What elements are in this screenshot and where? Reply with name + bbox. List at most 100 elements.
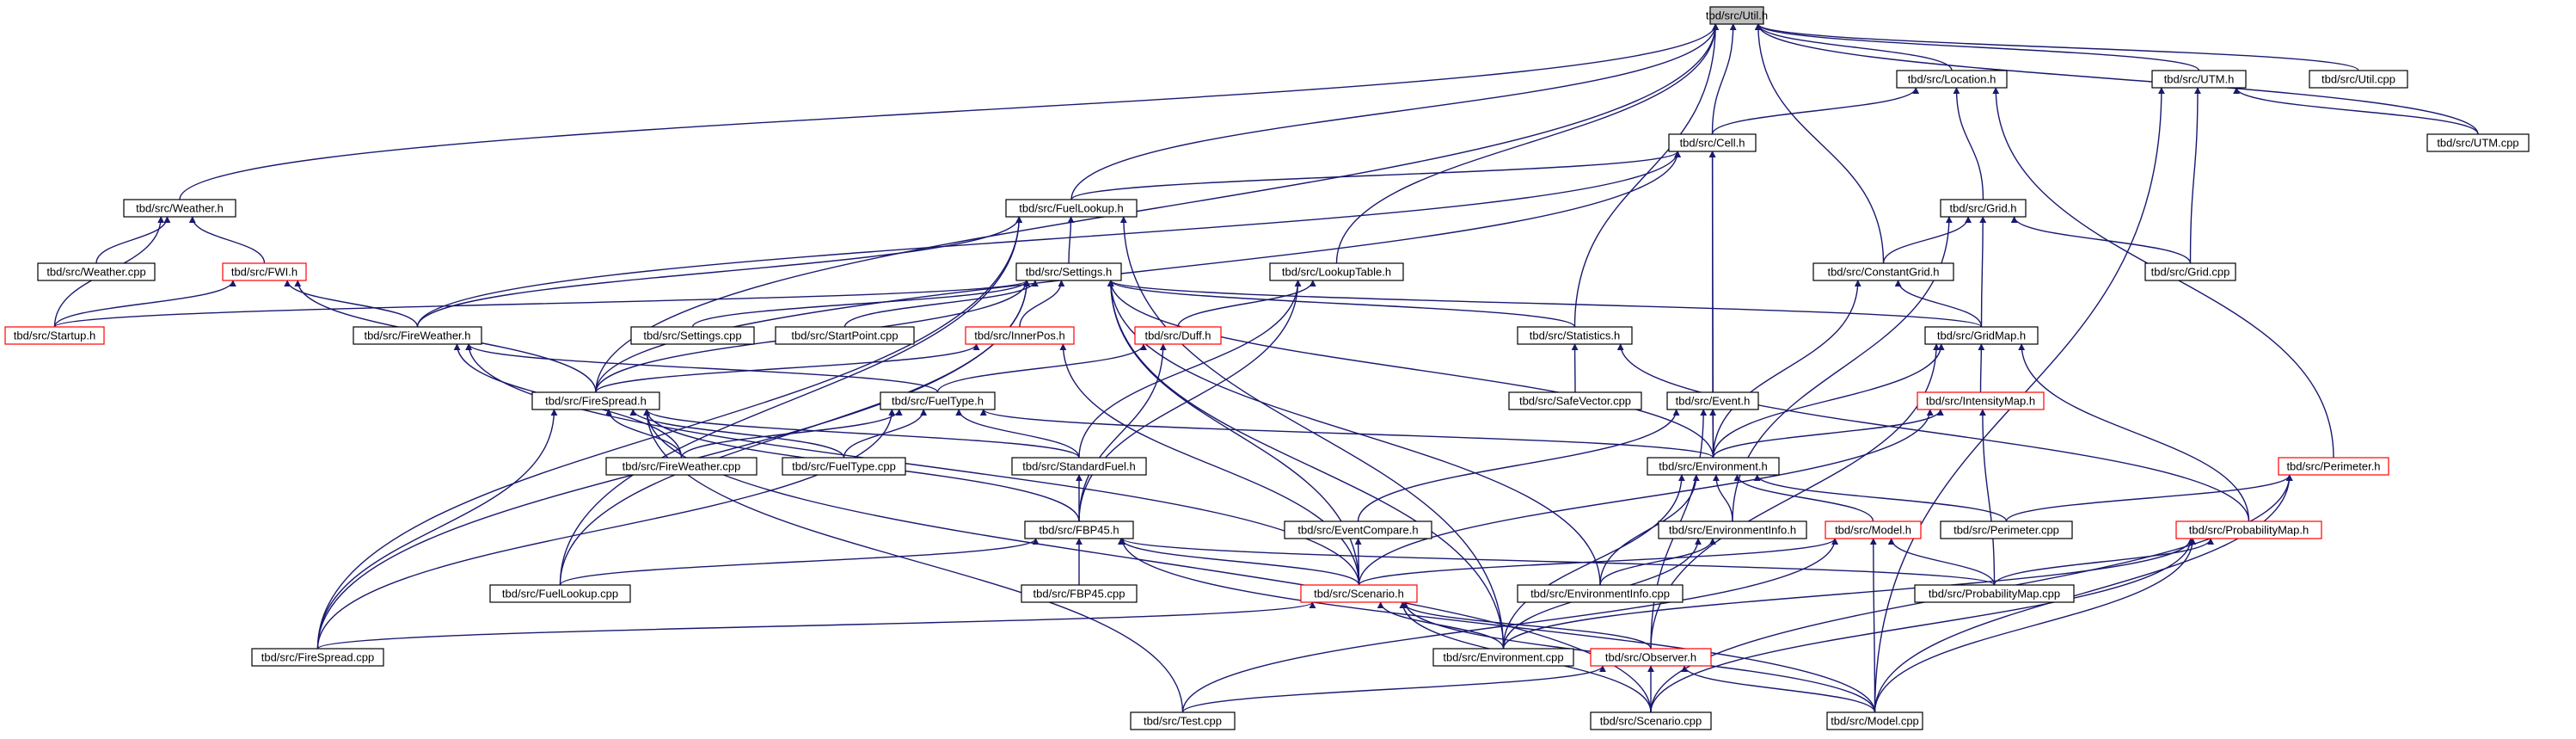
- node-model-h[interactable]: tbd/src/Model.h: [1825, 520, 1922, 539]
- node-utm-cpp[interactable]: tbd/src/UTM.cpp: [2426, 133, 2530, 152]
- node-duff-h[interactable]: tbd/src/Duff.h: [1134, 326, 1222, 345]
- node-utm-h[interactable]: tbd/src/UTM.h: [2151, 70, 2247, 89]
- node-perimeter-cpp[interactable]: tbd/src/Perimeter.cpp: [1940, 520, 2073, 539]
- node-label: tbd/src/FWI.h: [231, 266, 297, 279]
- edge-environment-h-to-intensitymap-h: [1712, 409, 1944, 459]
- node-settings-cpp[interactable]: tbd/src/Settings.cpp: [630, 326, 755, 345]
- node-fbp45-cpp[interactable]: tbd/src/FBP45.cpp: [1021, 584, 1138, 603]
- node-box: [630, 326, 755, 345]
- node-box: [1284, 520, 1432, 539]
- edge-fireweather-cpp-to-fueltype-h: [680, 409, 903, 459]
- node-util-cpp[interactable]: tbd/src/Util.cpp: [2309, 70, 2408, 89]
- node-util-h[interactable]: tbd/src/Util.h: [1706, 6, 1768, 25]
- node-box: [37, 262, 156, 281]
- node-model-cpp[interactable]: tbd/src/Model.cpp: [1826, 711, 1923, 730]
- edge-firespread-h-to-innerpos-h: [595, 343, 980, 393]
- edge-fireweather-h-to-fwi-h: [284, 280, 419, 328]
- edge-environmentinfo-cpp-to-environmentinfo-h: [1599, 538, 1716, 586]
- node-environmentinfo-h[interactable]: tbd/src/EnvironmentInfo.h: [1658, 520, 1807, 539]
- node-innerpos-h[interactable]: tbd/src/InnerPos.h: [965, 326, 1075, 345]
- node-location-h[interactable]: tbd/src/Location.h: [1896, 70, 2008, 89]
- node-standardfuel-h[interactable]: tbd/src/StandardFuel.h: [1011, 457, 1147, 476]
- node-label: tbd/src/Util.h: [1706, 9, 1768, 22]
- edge-probabilitymap-cpp-to-fbp45-h: [1119, 538, 1996, 586]
- node-lookuptable-h[interactable]: tbd/src/LookupTable.h: [1269, 262, 1404, 281]
- node-fueltype-cpp[interactable]: tbd/src/FuelType.cpp: [782, 457, 906, 476]
- node-intensitymap-h[interactable]: tbd/src/IntensityMap.h: [1917, 391, 2045, 410]
- node-scenario-cpp[interactable]: tbd/src/Scenario.cpp: [1590, 711, 1712, 730]
- node-test-cpp[interactable]: tbd/src/Test.cpp: [1130, 711, 1236, 730]
- edge-environmentinfo-cpp-to-settings-h: [1107, 280, 1601, 586]
- node-grid-cpp[interactable]: tbd/src/Grid.cpp: [2144, 262, 2236, 281]
- node-fireweather-cpp[interactable]: tbd/src/FireWeather.cpp: [605, 457, 757, 476]
- node-startup-h[interactable]: tbd/src/Startup.h: [4, 326, 105, 345]
- node-scenario-h[interactable]: tbd/src/Scenario.h: [1300, 584, 1418, 603]
- node-fuellookup-h[interactable]: tbd/src/FuelLookup.h: [1005, 199, 1138, 218]
- node-label: tbd/src/Startup.h: [14, 329, 95, 342]
- edge-standardfuel-h-to-fueltype-h: [955, 409, 1080, 459]
- edge-fireweather-cpp-to-firespread-h: [604, 409, 683, 459]
- node-observer-h[interactable]: tbd/src/Observer.h: [1590, 648, 1712, 667]
- edge-fireweather-h-to-cell-h: [416, 151, 1681, 328]
- edge-fbp45-h-to-duff-h: [1078, 343, 1167, 522]
- node-box: [1826, 711, 1923, 730]
- edge-environmentinfo-h-to-environment-h: [1712, 474, 1733, 522]
- node-settings-h[interactable]: tbd/src/Settings.h: [1015, 262, 1122, 281]
- edge-lookuptable-h-to-util-h: [1335, 23, 1720, 264]
- edge-firespread-h-to-cell-h: [595, 151, 1682, 393]
- edge-firespread-h-to-util-h: [595, 23, 1720, 393]
- node-fireweather-h[interactable]: tbd/src/FireWeather.h: [353, 326, 482, 345]
- node-fueltype-h[interactable]: tbd/src/FuelType.h: [880, 391, 996, 410]
- node-fuellookup-cpp[interactable]: tbd/src/FuelLookup.cpp: [489, 584, 631, 603]
- node-label: tbd/src/Cell.h: [1680, 137, 1745, 150]
- node-box: [1658, 520, 1807, 539]
- node-safevector-cpp[interactable]: tbd/src/SafeVector.cpp: [1508, 391, 1642, 410]
- edge-utm-cpp-to-util-h: [1754, 23, 2479, 135]
- node-box: [775, 326, 915, 345]
- node-fbp45-h[interactable]: tbd/src/FBP45.h: [1024, 520, 1134, 539]
- edge-startup-h-to-fwi-h: [53, 280, 236, 328]
- node-label: tbd/src/Perimeter.h: [2286, 460, 2380, 473]
- node-perimeter-h[interactable]: tbd/src/Perimeter.h: [2278, 457, 2389, 476]
- node-probabilitymap-h[interactable]: tbd/src/ProbabilityMap.h: [2175, 520, 2322, 539]
- edge-grid-cpp-to-utm-h: [2189, 87, 2201, 264]
- edge-environment-cpp-to-scenario-h: [1377, 601, 1505, 650]
- node-label: tbd/src/Duff.h: [1144, 329, 1211, 342]
- edge-probabilitymap-cpp-to-intensitymap-h: [1978, 409, 1996, 586]
- node-startpoint-cpp[interactable]: tbd/src/StartPoint.cpp: [775, 326, 915, 345]
- node-constantgrid-h[interactable]: tbd/src/ConstantGrid.h: [1812, 262, 1954, 281]
- node-label: tbd/src/EventCompare.h: [1297, 524, 1418, 537]
- node-box: [1924, 326, 2039, 345]
- node-environment-cpp[interactable]: tbd/src/Environment.cpp: [1432, 648, 1574, 667]
- node-label: tbd/src/Observer.h: [1605, 651, 1696, 664]
- node-environmentinfo-cpp[interactable]: tbd/src/EnvironmentInfo.cpp: [1517, 584, 1684, 603]
- node-weather-cpp[interactable]: tbd/src/Weather.cpp: [37, 262, 156, 281]
- node-gridmap-h[interactable]: tbd/src/GridMap.h: [1924, 326, 2039, 345]
- node-firespread-cpp[interactable]: tbd/src/FireSpread.cpp: [251, 648, 384, 667]
- node-weather-h[interactable]: tbd/src/Weather.h: [123, 199, 236, 218]
- node-box: [782, 457, 906, 476]
- node-label: tbd/src/StartPoint.cpp: [791, 329, 898, 342]
- node-label: tbd/src/Grid.h: [1949, 202, 2016, 215]
- node-statistics-h[interactable]: tbd/src/Statistics.h: [1517, 326, 1633, 345]
- edge-test-cpp-to-model-h: [1181, 538, 1839, 713]
- node-environment-h[interactable]: tbd/src/Environment.h: [1647, 457, 1780, 476]
- node-firespread-h[interactable]: tbd/src/FireSpread.h: [531, 391, 660, 410]
- node-box: [123, 199, 236, 218]
- node-box: [1896, 70, 2008, 89]
- node-cell-h[interactable]: tbd/src/Cell.h: [1668, 133, 1757, 152]
- node-eventcompare-h[interactable]: tbd/src/EventCompare.h: [1284, 520, 1432, 539]
- node-label: tbd/src/ProbabilityMap.cpp: [1929, 588, 2060, 600]
- node-grid-h[interactable]: tbd/src/Grid.h: [1940, 199, 2027, 218]
- node-box: [1134, 326, 1222, 345]
- edges-layer: [53, 23, 2479, 713]
- node-event-h[interactable]: tbd/src/Event.h: [1666, 391, 1759, 410]
- edge-scenario-cpp-to-probabilitymap-h: [1650, 538, 2194, 713]
- node-label: tbd/src/IntensityMap.h: [1926, 395, 2035, 408]
- node-probabilitymap-cpp[interactable]: tbd/src/ProbabilityMap.cpp: [1914, 584, 2075, 603]
- node-fwi-h[interactable]: tbd/src/FWI.h: [222, 262, 307, 281]
- edge-environment-h-to-gridmap-h: [1712, 343, 1945, 459]
- node-box: [1269, 262, 1404, 281]
- edge-firespread-cpp-to-firespread-h: [316, 409, 558, 650]
- edge-firespread-cpp-to-fueltype-h: [316, 409, 896, 650]
